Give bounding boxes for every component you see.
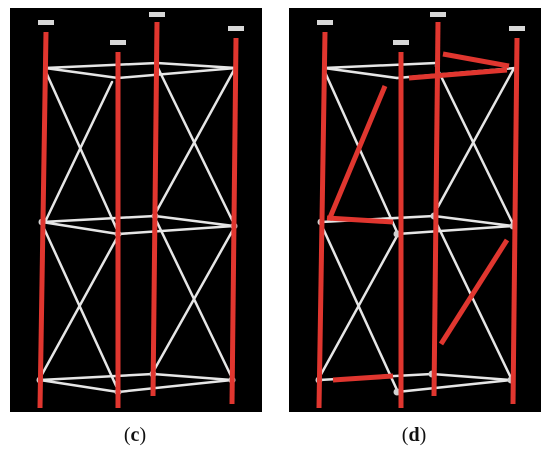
jack-head (38, 20, 54, 25)
top-ledger-back (442, 51, 510, 69)
brace-upper-left (326, 85, 388, 221)
scaffold-panel-d (289, 8, 541, 412)
brace-upper-front-b (44, 80, 114, 222)
middle-ledger-back-right (432, 214, 515, 228)
middle-ledger-front-left (40, 220, 120, 236)
bottom-ledger-back-right (430, 372, 513, 382)
bottom-ledger-front-left (38, 378, 120, 394)
scaffold-tower-d (315, 12, 525, 409)
top-ledger-back-right (155, 61, 238, 70)
top-ledger-front-right (116, 66, 238, 80)
jack-head (317, 20, 333, 25)
brace-upper-front-a (43, 68, 120, 234)
bottom-ledger-front-right (395, 378, 513, 394)
bottom-ledger-front-right (116, 378, 234, 394)
jack-head (149, 12, 165, 17)
vertical-leg-back-left (431, 21, 441, 397)
jack-head (110, 40, 126, 45)
middle-ledger-front-right (395, 224, 515, 236)
vertical-leg-back-right (510, 37, 520, 405)
bottom-ledger-left (332, 373, 394, 383)
top-ledger-back-left (43, 61, 159, 70)
scaffold-tower-c (36, 12, 244, 409)
jack-head (430, 12, 446, 17)
top-ledger-back-left (322, 61, 438, 70)
middle-ledger-back-left (40, 214, 157, 224)
vertical-leg-front-left (316, 31, 328, 409)
brace-lower-front-b (317, 234, 399, 380)
jack-head (228, 26, 244, 31)
bottom-ledger-back-right (151, 372, 234, 382)
vertical-leg-back-right (229, 37, 239, 405)
panel-letter-c: c (130, 424, 140, 446)
jack-head (509, 26, 525, 31)
middle-ledger-back-right (153, 214, 236, 228)
top-ledger-front-left (322, 66, 399, 80)
brace-upper-back-a (434, 64, 515, 226)
vertical-leg-front-left (37, 31, 49, 409)
bottom-ledger-back-left (38, 372, 155, 382)
panel-caption-d: (d) (401, 424, 427, 446)
scaffold-panel-c (10, 8, 262, 412)
brace-lower-right (438, 238, 510, 346)
top-ledger-right (408, 67, 508, 81)
brace-lower-front-b (38, 234, 120, 380)
brace-upper-back-a (155, 64, 236, 226)
vertical-leg-back-left (150, 21, 160, 397)
brace-upper-back-b (153, 68, 236, 216)
panel-letter-d: d (408, 424, 420, 446)
jack-head (393, 40, 409, 45)
brace-upper-back-b (432, 68, 515, 216)
top-ledger-front-left (43, 66, 120, 80)
middle-ledger-front-right (116, 224, 236, 236)
panel-caption-c: (c) (123, 424, 147, 446)
brace-lower-back-b (151, 226, 236, 374)
middle-ledger-left (326, 215, 394, 225)
